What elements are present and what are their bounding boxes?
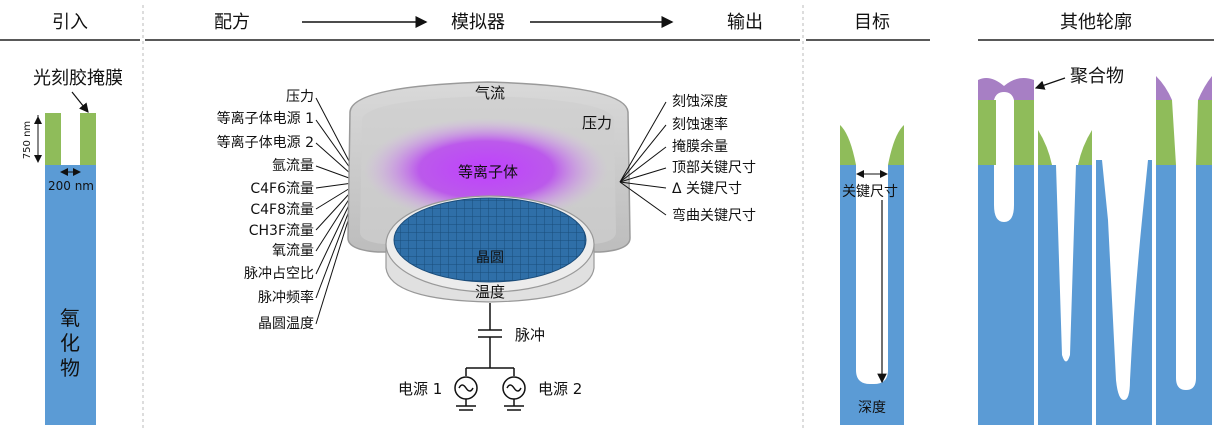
- header-intro: 引入: [52, 12, 88, 33]
- oxide-char-1: 氧: [60, 306, 80, 330]
- other-profile-bowing: [1096, 160, 1152, 425]
- other-profile-polymer: [978, 78, 1034, 425]
- output-labels: 刻蚀深度 刻蚀速率 掩膜余量 顶部关键尺寸 Δ 关键尺寸 弯曲关键尺寸: [672, 94, 756, 224]
- chamber-pressure-label: 压力: [582, 114, 612, 132]
- header-output: 输出: [727, 12, 763, 33]
- output-bow-cd: 弯曲关键尺寸: [672, 207, 756, 224]
- plasma-label: 等离子体: [458, 163, 518, 181]
- target-profile: [840, 125, 904, 425]
- pulse-label: 脉冲: [515, 326, 545, 344]
- rf-circuit: [454, 303, 526, 411]
- polymer-label: 聚合物: [1070, 66, 1124, 87]
- input-pulse-duty: 脉冲占空比: [244, 266, 314, 282]
- output-delta-cd: Δ 关键尺寸: [672, 181, 742, 197]
- header-simulator: 模拟器: [451, 12, 505, 33]
- source1-label: 电源 1: [398, 380, 442, 398]
- input-plasma-power-1: 等离子体电源 1: [217, 110, 314, 127]
- polymer-arrow: [1034, 77, 1066, 90]
- input-c4f6-flow: C4F6流量: [250, 181, 314, 197]
- header-other: 其他轮廓: [1060, 12, 1132, 33]
- oxide-char-2: 化: [60, 331, 80, 355]
- source2-label: 电源 2: [538, 380, 582, 398]
- other-profile-tapered: [1038, 130, 1092, 425]
- output-etch-depth: 刻蚀深度: [672, 94, 728, 110]
- input-wafer-temp: 晶圆温度: [258, 316, 314, 332]
- output-fan-lines: [619, 101, 667, 216]
- input-ch3f-flow: CH3F流量: [249, 223, 314, 239]
- wafer-label: 晶圆: [476, 250, 504, 266]
- intro-trench-profile: [45, 113, 96, 425]
- temperature-label: 温度: [475, 283, 505, 301]
- input-ar-flow: 氩流量: [272, 158, 314, 174]
- header-recipe: 配方: [214, 12, 250, 33]
- output-etch-rate: 刻蚀速率: [672, 116, 728, 133]
- oxide-char-3: 物: [60, 356, 80, 380]
- other-profile-deep: [1156, 76, 1212, 425]
- input-plasma-power-2: 等离子体电源 2: [217, 134, 314, 151]
- wafer-chuck: [385, 195, 595, 303]
- input-labels: 压力 等离子体电源 1 等离子体电源 2 氩流量 C4F6流量 C4F8流量 C…: [217, 89, 314, 332]
- input-o2-flow: 氧流量: [272, 243, 314, 259]
- gas-flow-label: 气流: [475, 84, 505, 102]
- dim-200-label: 200 nm: [48, 179, 94, 193]
- input-c4f8-flow: C4F8流量: [250, 202, 314, 218]
- input-pulse-freq: 脉冲频率: [258, 289, 314, 306]
- dim-750-label: 750 nm: [22, 121, 33, 159]
- output-mask-remain: 掩膜余量: [672, 138, 728, 155]
- output-top-cd: 顶部关键尺寸: [672, 160, 756, 176]
- mask-arrow: [71, 91, 89, 113]
- input-pressure: 压力: [286, 89, 314, 105]
- header-target: 目标: [854, 12, 890, 33]
- target-cd-label: 关键尺寸: [842, 184, 898, 200]
- plasma-glow: [364, 118, 608, 222]
- mask-label: 光刻胶掩膜: [33, 68, 123, 89]
- target-depth-label: 深度: [858, 400, 886, 416]
